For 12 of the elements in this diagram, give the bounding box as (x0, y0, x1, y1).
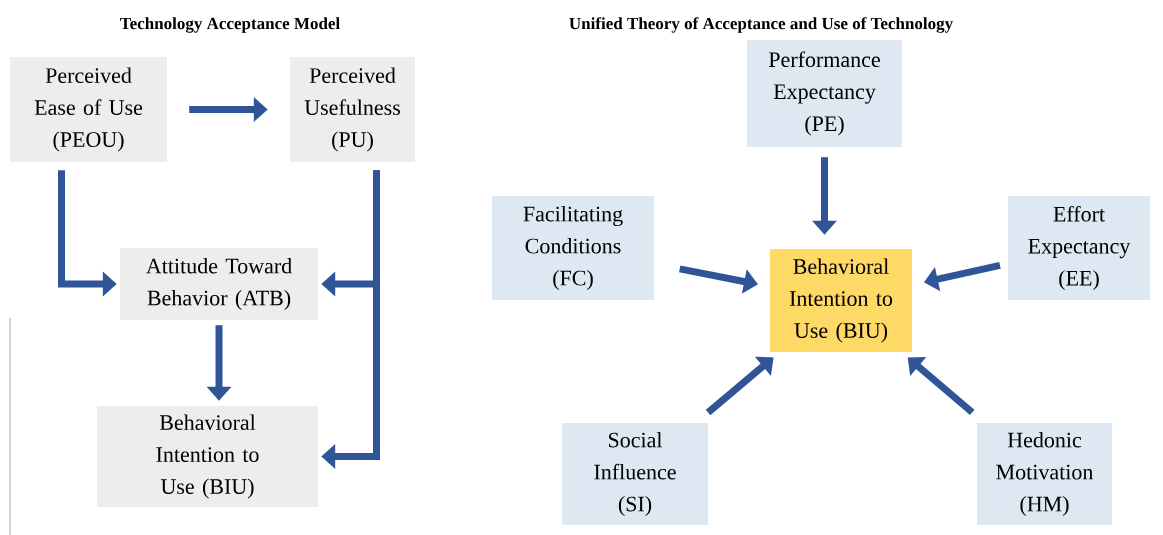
section-title: Technology Acceptance Model (120, 17, 340, 33)
concept-box: Hedonic Motivation (HM) (977, 423, 1112, 525)
concept-box: Performance Expectancy (PE) (747, 40, 902, 147)
concept-box: Facilitating Conditions (FC) (492, 196, 654, 300)
concept-box: Perceived Ease of Use (PEOU) (10, 57, 167, 162)
arrow (705, 356, 774, 416)
concept-box: Perceived Usefulness (PU) (290, 57, 415, 162)
concept-box: Attitude Toward Behavior (ATB) (120, 248, 318, 320)
concept-box: Behavioral Intention to Use (BIU) (97, 406, 318, 507)
concept-box: Social Influence (SI) (562, 423, 708, 525)
highlight-box: Behavioral Intention to Use (BIU) (770, 249, 912, 352)
concept-box: Effort Expectancy (EE) (1008, 196, 1150, 300)
